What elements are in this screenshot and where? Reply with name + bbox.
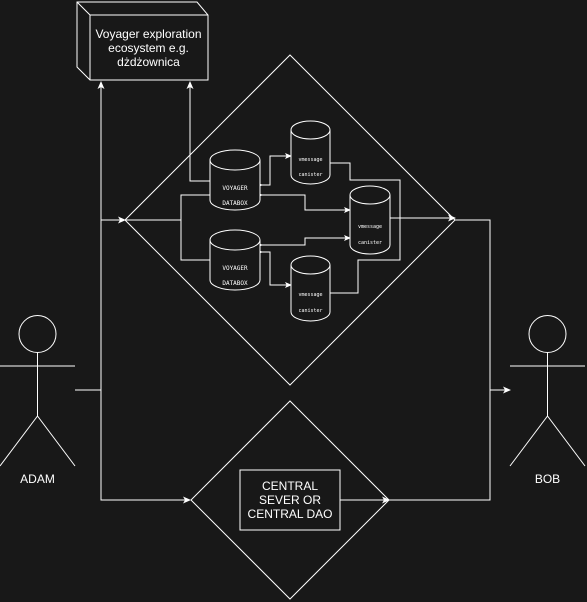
edge-databox-top-canister-top: [256, 153, 292, 188]
edge-databox-bottom-canister-bottom: [256, 249, 292, 288]
ecosystem-label-line2: ecosystem e.g.: [108, 41, 189, 55]
edge-junction-to-databox-bottom: [180, 220, 210, 261]
canister-top-cylinder: vmessage canister: [290, 120, 331, 185]
edge-junction-to-databox-top: [125, 194, 210, 221]
central-label-line2: SEVER OR: [259, 493, 321, 507]
edge-canister-bottom-to-right: [330, 218, 401, 294]
edge-canister-top-to-right: [330, 162, 401, 218]
edge-databox-bottom-canister-mid: [256, 235, 351, 248]
edge-central-diamond-to-bob: [389, 390, 491, 501]
databox-top-cylinder: VOYAGER DATABOX: [209, 149, 261, 211]
central-network-diamond: [190, 400, 390, 600]
edge-voyager-diamond-to-bob: [455, 219, 511, 394]
databox-bottom-cylinder: VOYAGER DATABOX: [209, 229, 261, 291]
databox-top-label-line2: DATABOX: [222, 200, 248, 207]
edges: [75, 81, 511, 504]
canister-mid-cylinder: vmessage canister: [349, 185, 391, 255]
central-label-line1: CENTRAL: [262, 479, 318, 493]
edge-adam-to-central-diamond: [100, 390, 191, 504]
canister-top-label-line2: canister: [298, 172, 322, 178]
actor-bob-head: [528, 315, 567, 353]
canister-bottom-cylinder: vmessage canister: [290, 255, 331, 322]
databox-bottom-label-line1: VOYAGER: [222, 265, 248, 272]
ecosystem-label-line3: dżdżownica: [117, 55, 180, 69]
edge-databox-top-canister-mid: [256, 192, 351, 213]
actor-bob-label: BOB: [535, 472, 560, 486]
ecosystem-label-line1: Voyager exploration: [95, 27, 201, 41]
databox-top-label-line1: VOYAGER: [222, 185, 248, 192]
central-label-line3: CENTRAL DAO: [248, 507, 333, 521]
voyager-network-diamond: [124, 54, 456, 386]
databox-bottom-label-line2: DATABOX: [222, 280, 248, 287]
actor-adam-label: ADAM: [20, 472, 55, 486]
canister-bottom-label-line2: canister: [298, 308, 322, 314]
central-server-box: CENTRAL SEVER OR CENTRAL DAO: [239, 469, 341, 531]
actor-adam: [0, 315, 76, 467]
canister-top-label-line1: vmessage: [298, 157, 322, 163]
canister-bottom-label-line1: vmessage: [298, 292, 322, 298]
edge-databox-to-ecosystem: [186, 81, 210, 182]
canister-mid-label-line1: vmessage: [358, 224, 382, 230]
edge-adam-to-ecosystem: [75, 81, 105, 391]
ecosystem-box: Voyager exploration ecosystem e.g. dżdżo…: [76, 1, 209, 81]
canister-mid-label-line2: canister: [358, 240, 382, 246]
actor-adam-head: [18, 315, 57, 353]
actor-bob: [509, 315, 586, 467]
